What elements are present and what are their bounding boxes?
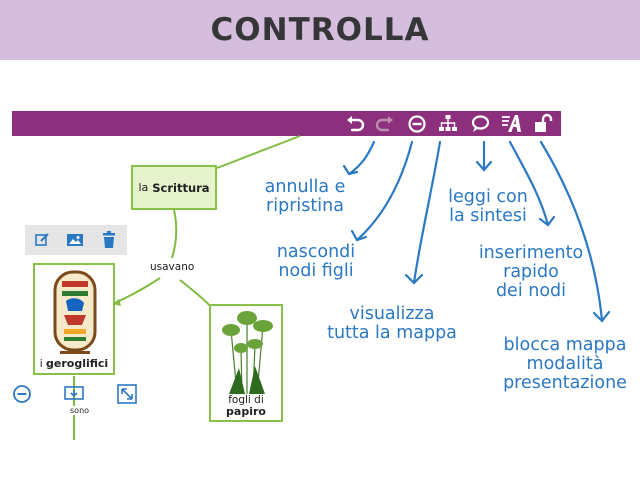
add-child-icon[interactable] xyxy=(64,386,84,406)
speech-bubble-icon[interactable] xyxy=(468,111,492,136)
node-papiro-word: papiro xyxy=(226,405,266,418)
callout-show-map-line1: visualizza xyxy=(349,304,435,324)
callout-undo-redo: annulla e ripristina xyxy=(255,178,355,216)
link-label-usavano: usavano xyxy=(150,261,195,273)
node-geroglifici-caption: i geroglifici xyxy=(35,357,113,371)
callout-read-summary-line1: leggi con xyxy=(448,187,528,207)
callout-quick-insert-line3: dei nodi xyxy=(495,281,567,301)
callout-quick-insert: inserimento rapido dei nodi xyxy=(467,244,595,301)
node-edit-bar xyxy=(25,225,127,255)
undo-icon[interactable] xyxy=(343,111,367,136)
node-geroglifici-word: geroglifici xyxy=(46,357,109,370)
image-icon[interactable] xyxy=(65,230,85,250)
node-papiro-line1: fogli di xyxy=(228,394,264,406)
callout-undo-redo-line2: ripristina xyxy=(266,196,344,216)
callout-read-summary: leggi con la sintesi xyxy=(436,188,540,226)
callout-undo-redo-line1: annulla e xyxy=(264,177,346,197)
callout-hide-children-line1: nascondi xyxy=(276,242,356,262)
unlock-icon[interactable] xyxy=(531,111,555,136)
callout-lock-map: blocca mappa modalità presentazione xyxy=(496,336,634,393)
edit-icon[interactable] xyxy=(32,230,52,250)
redo-icon[interactable] xyxy=(373,111,397,136)
map-toolbar xyxy=(12,111,561,136)
cartouche-image xyxy=(53,270,97,354)
callout-lock-map-line1: blocca mappa xyxy=(503,335,627,355)
callout-lock-map-line2: modalità xyxy=(526,354,604,374)
node-geroglifici[interactable]: i geroglifici xyxy=(33,263,115,375)
node-scrittura-word: Scrittura xyxy=(152,180,210,195)
callout-hide-children-line2: nodi figli xyxy=(278,261,354,281)
page-title: CONTROLLA xyxy=(210,12,430,48)
trash-icon[interactable] xyxy=(99,230,119,250)
papyrus-image xyxy=(222,311,273,394)
quick-insert-icon[interactable] xyxy=(500,111,524,136)
collapse-nodes-icon[interactable] xyxy=(405,111,429,136)
callout-lock-map-line3: presentazione xyxy=(503,373,627,393)
node-papiro[interactable]: fogli di papiro xyxy=(209,304,283,422)
node-papiro-caption: fogli di papiro xyxy=(211,394,281,418)
callout-hide-children: nascondi nodi figli xyxy=(268,243,364,281)
node-scrittura-article: la xyxy=(138,181,149,194)
callout-quick-insert-line2: rapido xyxy=(503,262,559,282)
header-banner: CONTROLLA xyxy=(0,0,640,60)
node-scrittura[interactable]: la Scrittura xyxy=(131,165,217,210)
hierarchy-icon[interactable] xyxy=(436,111,460,136)
callout-read-summary-line2: la sintesi xyxy=(449,206,527,226)
node-geroglifici-article: i xyxy=(39,358,43,370)
callout-quick-insert-line1: inserimento xyxy=(478,243,584,263)
callout-show-map-line2: tutta la mappa xyxy=(327,323,457,343)
callout-show-map: visualizza tutta la mappa xyxy=(318,305,466,343)
collapse-node-icon[interactable] xyxy=(12,384,32,408)
link-label-sono: sono xyxy=(69,406,91,415)
resize-icon[interactable] xyxy=(117,384,137,408)
